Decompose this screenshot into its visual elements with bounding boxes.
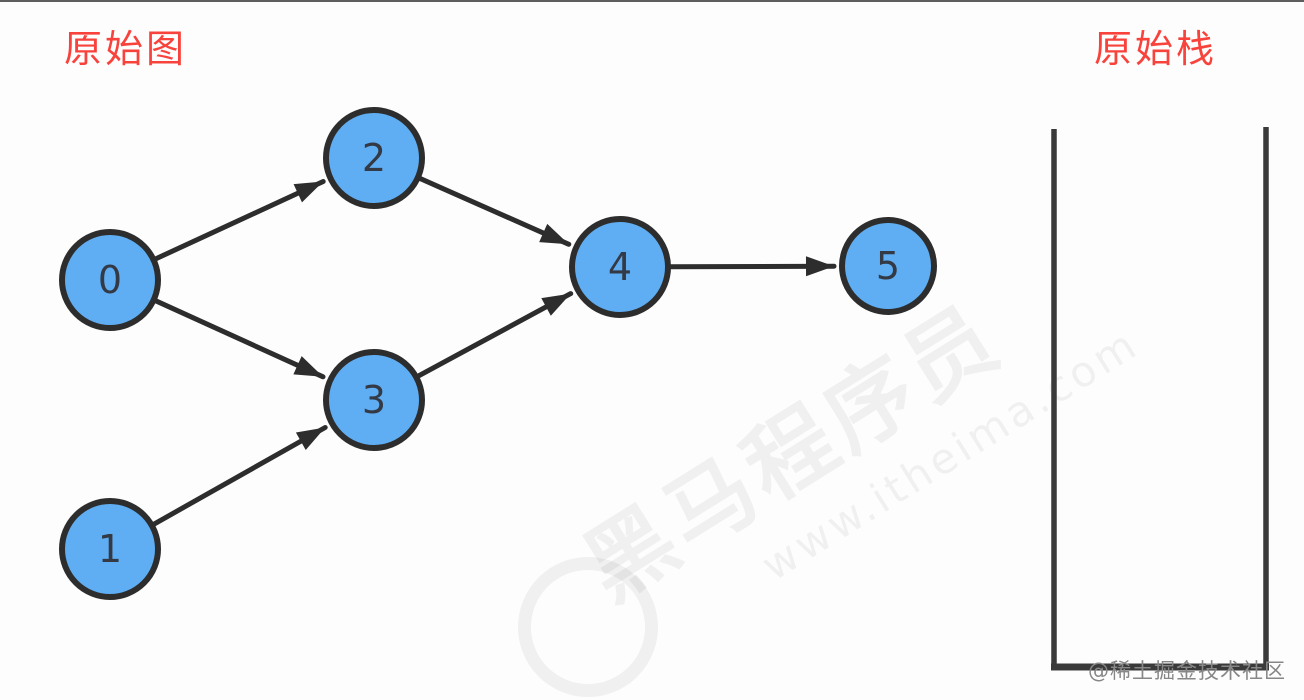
edge-2-to-4	[417, 175, 572, 247]
edge-3-to-4	[415, 291, 574, 379]
graph-node-2	[323, 107, 425, 209]
stack-title: 原始栈	[1094, 27, 1218, 71]
graph-node-1	[59, 498, 161, 600]
edge-0-to-3	[153, 298, 326, 380]
edge-0-to-2	[152, 179, 326, 262]
graph-node-0	[59, 229, 161, 331]
graph-node-1-label: 1	[98, 527, 122, 571]
graph-title: 原始图	[64, 27, 188, 71]
edge-1-to-3	[151, 425, 328, 527]
graph-node-4-label: 4	[608, 245, 632, 289]
graph-nodes: 0 1 2 3 4 5	[59, 107, 937, 600]
graph-node-2-label: 2	[362, 136, 386, 180]
watermark-juejin: @稀土掘金技术社区	[1088, 659, 1286, 683]
stack-outline	[1051, 127, 1269, 671]
graph-node-3-label: 3	[362, 378, 386, 422]
graph-node-3	[323, 349, 425, 451]
graph-node-5	[839, 217, 937, 315]
graph-node-5-label: 5	[876, 244, 900, 288]
edge-4-to-5	[667, 256, 837, 277]
graph-edges	[151, 175, 837, 527]
graph-node-0-label: 0	[98, 258, 122, 302]
graph-node-4	[569, 216, 671, 318]
